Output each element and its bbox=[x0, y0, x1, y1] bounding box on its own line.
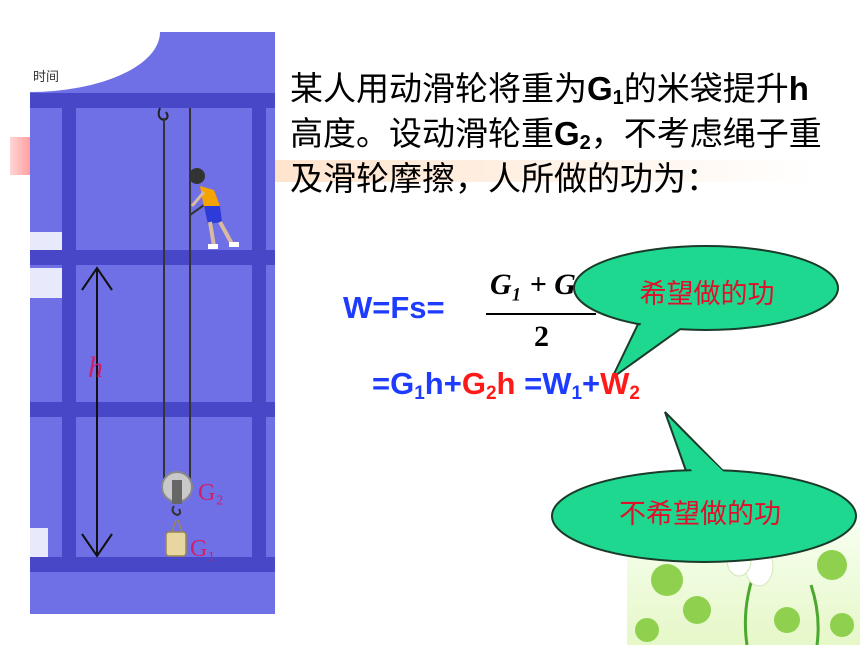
callout-wanted-work: 希望做的功 bbox=[639, 279, 775, 310]
fraction-bar bbox=[486, 313, 596, 315]
subscript: 1 bbox=[414, 383, 425, 404]
formula-part-red: W bbox=[600, 366, 630, 401]
height-label: h bbox=[88, 351, 103, 384]
text-segment: 高度。设动滑轮重 bbox=[290, 114, 554, 153]
fraction: G₁ + G 2 bbox=[486, 266, 606, 362]
formula-part: h+ bbox=[424, 366, 462, 401]
decorative-strip bbox=[10, 137, 32, 175]
subscript: 2 bbox=[485, 383, 497, 404]
formula-part-red: G bbox=[461, 366, 486, 401]
formula-part: =W bbox=[515, 366, 572, 401]
problem-statement: 某人用动滑轮将重为G1的米袋提升h高度。设动滑轮重G2，不考虑绳子重及滑轮摩擦，… bbox=[290, 66, 830, 201]
callout-bubble-wanted bbox=[573, 245, 839, 331]
text-segment: 的米袋提升 bbox=[623, 69, 789, 108]
corner-label: 时间 bbox=[33, 70, 60, 85]
text-segment: 某人用动滑轮将重为 bbox=[290, 69, 587, 108]
highlight-band bbox=[275, 160, 815, 182]
formula-part-red: h bbox=[496, 366, 516, 401]
formula-expansion: =G1h+G2h =W1+W2 bbox=[372, 366, 640, 404]
symbol-g: G bbox=[587, 70, 613, 107]
formula-lhs: W=Fs= bbox=[343, 290, 445, 325]
pulley-icon bbox=[161, 471, 193, 517]
subscript: 2 bbox=[579, 132, 591, 154]
symbol-h: h bbox=[788, 70, 809, 107]
rice-bag-icon bbox=[165, 519, 187, 557]
floor-beam-middle bbox=[30, 402, 275, 417]
text-segment: ，不考虑绳子重及滑轮摩擦，人所做的功为： bbox=[290, 114, 822, 198]
formula-part: + bbox=[582, 366, 601, 401]
height-arrow-icon bbox=[81, 266, 113, 558]
column-right bbox=[252, 93, 266, 572]
subscript: 1 bbox=[612, 87, 624, 109]
callout-unwanted-work: 不希望做的功 bbox=[619, 499, 781, 530]
floor-beam-ground bbox=[30, 557, 275, 572]
floor-beam-top bbox=[30, 93, 275, 108]
symbol-g: G bbox=[554, 115, 580, 152]
column-left bbox=[62, 93, 76, 572]
person-icon bbox=[189, 168, 239, 249]
pulley-weight-label: G₂ bbox=[198, 480, 224, 506]
subscript: 2 bbox=[629, 383, 640, 404]
fraction-denominator: 2 bbox=[534, 320, 549, 353]
floor-beam-upper bbox=[30, 250, 275, 265]
subscript: 1 bbox=[571, 383, 583, 404]
fraction-numerator: G₁ + G bbox=[490, 268, 576, 301]
bag-weight-label: G₁ bbox=[190, 536, 216, 562]
formula-part: =G bbox=[372, 366, 415, 401]
